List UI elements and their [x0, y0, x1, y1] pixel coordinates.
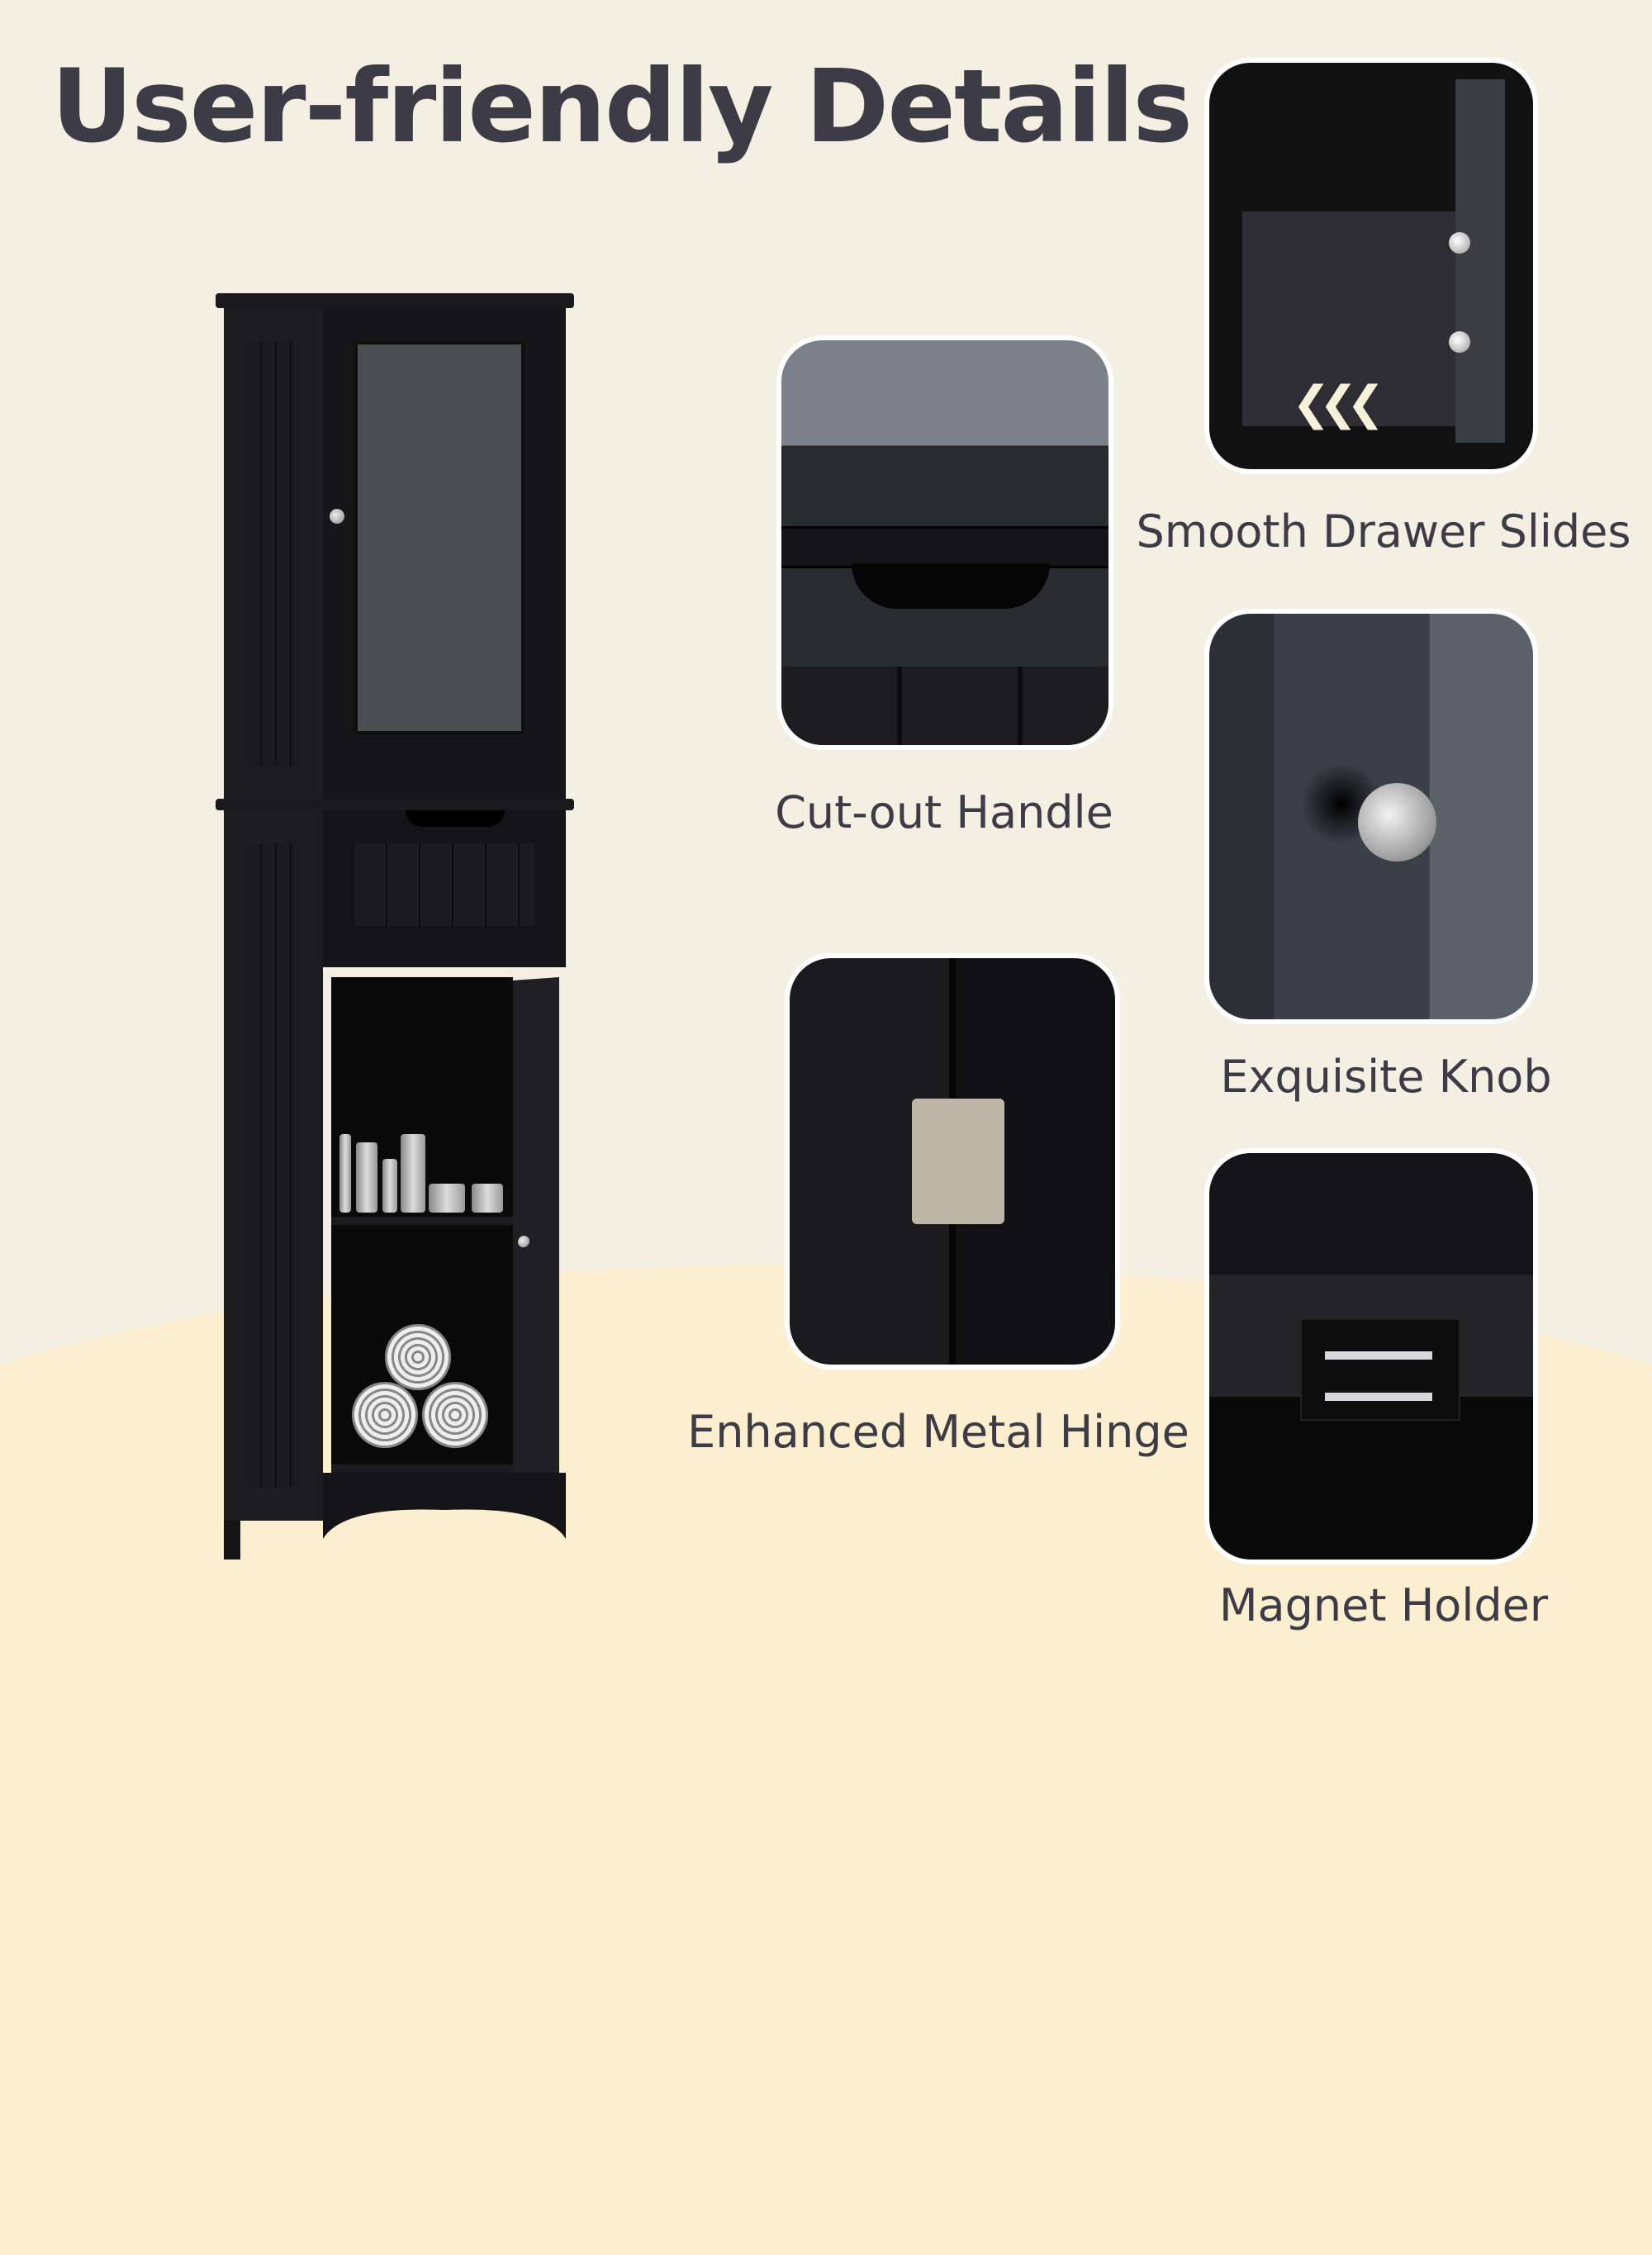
knob-icon [1358, 783, 1436, 862]
open-door [513, 977, 559, 1493]
bottle-icon [339, 1134, 351, 1213]
drawer-cutout-handle [406, 810, 505, 827]
cabinet-leg [224, 1521, 240, 1560]
cabinet-product-image [216, 293, 574, 1560]
page-title: User-friendly Details [51, 48, 1193, 165]
towel-icon [385, 1324, 451, 1390]
cutout-handle-icon [852, 563, 1050, 609]
cabinet-base [323, 1473, 566, 1560]
feature-label-magnet: Magnet Holder [1218, 1579, 1549, 1631]
shelf-bottom [331, 1465, 513, 1473]
knob-photo [1204, 609, 1538, 1024]
diffuser-icon [472, 1184, 503, 1213]
feature-label-hinge: Enhanced Metal Hinge [687, 1406, 1189, 1458]
door-knob-icon [330, 509, 344, 524]
cabinet-divider [216, 799, 574, 810]
magnet-photo [1204, 1148, 1538, 1564]
arrows-left-icon: ❮❮❮ [1292, 377, 1385, 430]
feature-label-knob: Exquisite Knob [1220, 1051, 1552, 1103]
hinge-icon [912, 1099, 1004, 1224]
bottle-icon [382, 1159, 397, 1213]
cabinet-top [216, 293, 574, 308]
cabinet-side-lower [224, 810, 323, 1521]
feature-label-drawer-slides: Smooth Drawer Slides [1136, 506, 1631, 558]
door-knob-icon [518, 1235, 529, 1248]
feature-label-cutout-handle: Cut-out Handle [775, 786, 1113, 838]
hinge-photo [785, 953, 1120, 1370]
towel-icon [352, 1382, 418, 1448]
towel-icon [422, 1382, 488, 1448]
magnet-catch-icon [1300, 1318, 1460, 1421]
jar-icon [429, 1184, 465, 1213]
screw-icon [1449, 331, 1470, 353]
screw-icon [1449, 232, 1470, 254]
drawer [323, 810, 566, 967]
open-compartment [331, 977, 513, 1473]
frosted-glass-panel [354, 341, 525, 734]
glass-door [323, 308, 566, 799]
drawer-slides-photo: ❮❮❮ [1204, 58, 1538, 474]
cutout-handle-photo [776, 335, 1113, 750]
bottle-icon [356, 1142, 377, 1213]
bottle-icon [401, 1134, 425, 1213]
shelf [331, 1217, 513, 1225]
cabinet-side-upper [224, 308, 323, 799]
